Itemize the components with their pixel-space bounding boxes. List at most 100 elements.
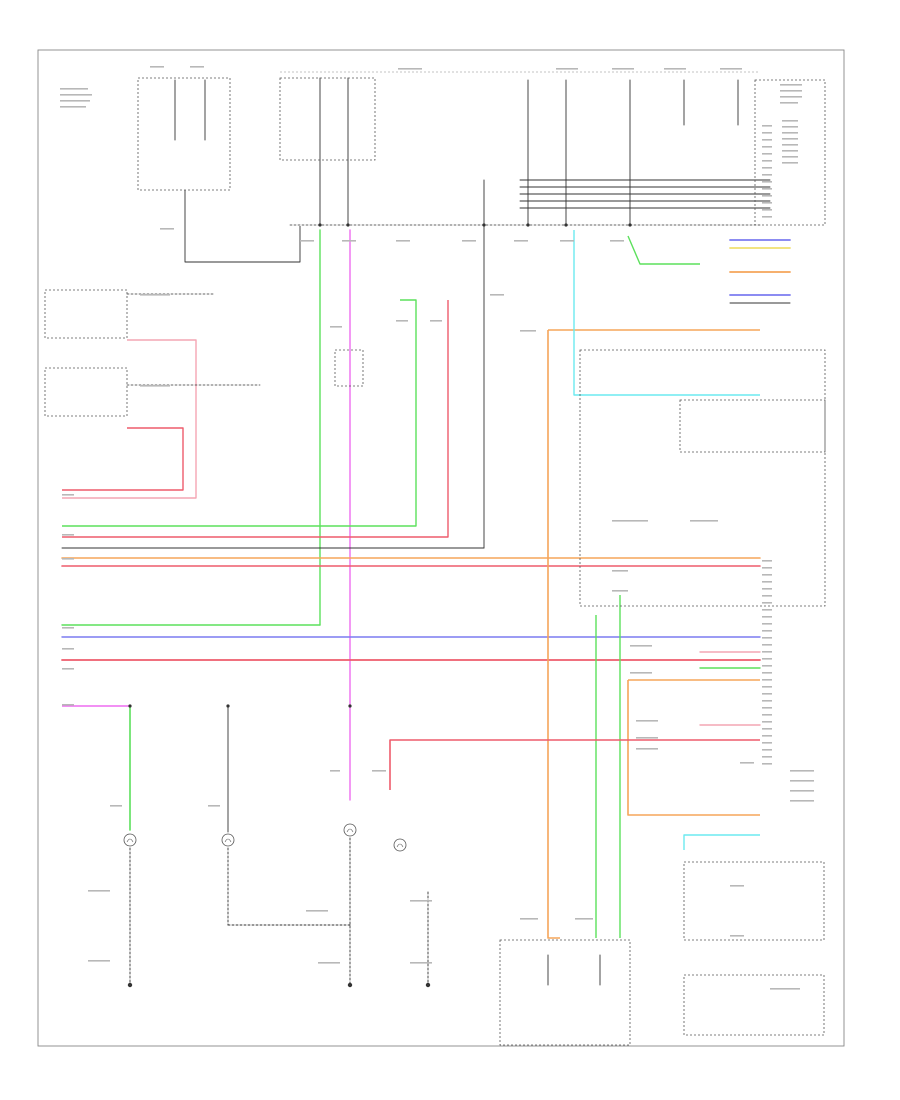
cyan-wire bbox=[573, 230, 760, 396]
ecu-pin-label bbox=[762, 714, 772, 716]
wire-label bbox=[410, 900, 432, 902]
ecu-pin-label bbox=[762, 188, 772, 190]
turn-signal-flasher bbox=[683, 861, 825, 941]
ecu-pin-label bbox=[762, 132, 772, 134]
wire-label bbox=[330, 326, 342, 328]
header-label bbox=[60, 106, 86, 108]
ecu-pin-label bbox=[762, 581, 772, 583]
ecu-pin-label bbox=[762, 567, 772, 569]
green-wire bbox=[627, 235, 700, 265]
wire-label bbox=[490, 294, 504, 296]
wire-label bbox=[410, 962, 432, 964]
wire-label bbox=[62, 494, 74, 496]
ecu-pin-label bbox=[762, 686, 772, 688]
ecu-name-label bbox=[782, 156, 798, 158]
wire-label bbox=[88, 960, 110, 962]
diagram-frame bbox=[37, 49, 845, 1047]
wire-label bbox=[514, 240, 528, 242]
hazard-switch bbox=[683, 974, 825, 1036]
ground-symbol bbox=[127, 982, 133, 988]
cyan-wire bbox=[683, 834, 760, 850]
wire-label bbox=[790, 790, 814, 792]
ground-point bbox=[347, 982, 353, 988]
ecu-pin-label bbox=[762, 637, 772, 639]
header-label bbox=[556, 68, 578, 70]
wire-label bbox=[430, 320, 442, 322]
wire-label bbox=[636, 748, 658, 750]
splice-dot bbox=[628, 223, 632, 227]
header-label bbox=[398, 68, 422, 70]
left-rear-lamp-sensor bbox=[44, 289, 128, 339]
wire-label bbox=[740, 762, 754, 764]
ecu-pin-label bbox=[762, 202, 772, 204]
wire-label bbox=[520, 330, 536, 332]
components bbox=[44, 77, 826, 1046]
splice-dot bbox=[482, 223, 486, 227]
headlight-dimmer-switch bbox=[499, 939, 631, 1046]
ecu-pin-label bbox=[762, 721, 772, 723]
red-wire bbox=[62, 427, 184, 491]
wire-label bbox=[62, 558, 74, 560]
wire-label bbox=[396, 240, 410, 242]
wire-label bbox=[730, 885, 744, 887]
bulb-filament bbox=[126, 838, 134, 843]
bulb-filament bbox=[396, 843, 404, 848]
wire-label bbox=[208, 805, 220, 807]
ground-point bbox=[127, 982, 133, 988]
wire-label bbox=[520, 918, 538, 920]
labels bbox=[60, 66, 814, 990]
splice-dot bbox=[346, 223, 350, 227]
header-label bbox=[60, 88, 88, 90]
ecu-pin-label bbox=[762, 756, 772, 758]
ecu-pin-label bbox=[762, 693, 772, 695]
ground-point bbox=[425, 982, 431, 988]
ecu-pin-label bbox=[762, 707, 772, 709]
ecu-pin-label bbox=[762, 560, 772, 562]
ecu-pin-label bbox=[762, 651, 772, 653]
ecu-name-label bbox=[782, 138, 798, 140]
wire-label bbox=[330, 770, 340, 772]
wire-label bbox=[690, 520, 718, 522]
ecu-pin-label bbox=[762, 658, 772, 660]
splice-dot bbox=[564, 223, 568, 227]
header-label bbox=[60, 94, 92, 96]
bulb-filament bbox=[224, 838, 232, 843]
ground-symbol bbox=[425, 982, 431, 988]
ecu-pin-label bbox=[762, 665, 772, 667]
ecu-pin-label bbox=[762, 146, 772, 148]
wire-label bbox=[610, 240, 624, 242]
wire-label bbox=[790, 780, 814, 782]
header-label bbox=[780, 84, 802, 86]
wire-label bbox=[396, 320, 408, 322]
splice-dot bbox=[348, 704, 352, 708]
ecu-pin-label bbox=[762, 630, 772, 632]
ecu-pin-label bbox=[762, 672, 772, 674]
header-label bbox=[60, 100, 90, 102]
ecu-pin-label bbox=[762, 139, 772, 141]
ecu-pin-label bbox=[762, 602, 772, 604]
header-label bbox=[720, 68, 742, 70]
ecu-pin-label bbox=[762, 595, 772, 597]
red-wire bbox=[389, 739, 760, 790]
red-wire bbox=[62, 300, 449, 538]
header-label bbox=[780, 90, 802, 92]
header-label bbox=[612, 68, 634, 70]
main-body-ecu-top bbox=[754, 79, 826, 226]
orange-wire bbox=[547, 330, 560, 939]
ecu-pin-label bbox=[762, 679, 772, 681]
header-label bbox=[190, 66, 204, 68]
header-label bbox=[780, 102, 798, 104]
header-label bbox=[664, 68, 686, 70]
bulb-outline bbox=[343, 823, 357, 837]
right-rear-lamp-sensor bbox=[44, 367, 128, 417]
pink-wire bbox=[62, 339, 197, 499]
wire-label bbox=[306, 910, 328, 912]
splice-dot bbox=[318, 223, 322, 227]
header-label bbox=[150, 66, 164, 68]
orange-wire bbox=[627, 680, 760, 816]
wire-label bbox=[62, 668, 74, 670]
body-ecu-main bbox=[579, 349, 826, 607]
bulb-icon bbox=[343, 823, 357, 837]
ecu-name-label bbox=[782, 132, 798, 134]
ecu-pin-label bbox=[762, 644, 772, 646]
